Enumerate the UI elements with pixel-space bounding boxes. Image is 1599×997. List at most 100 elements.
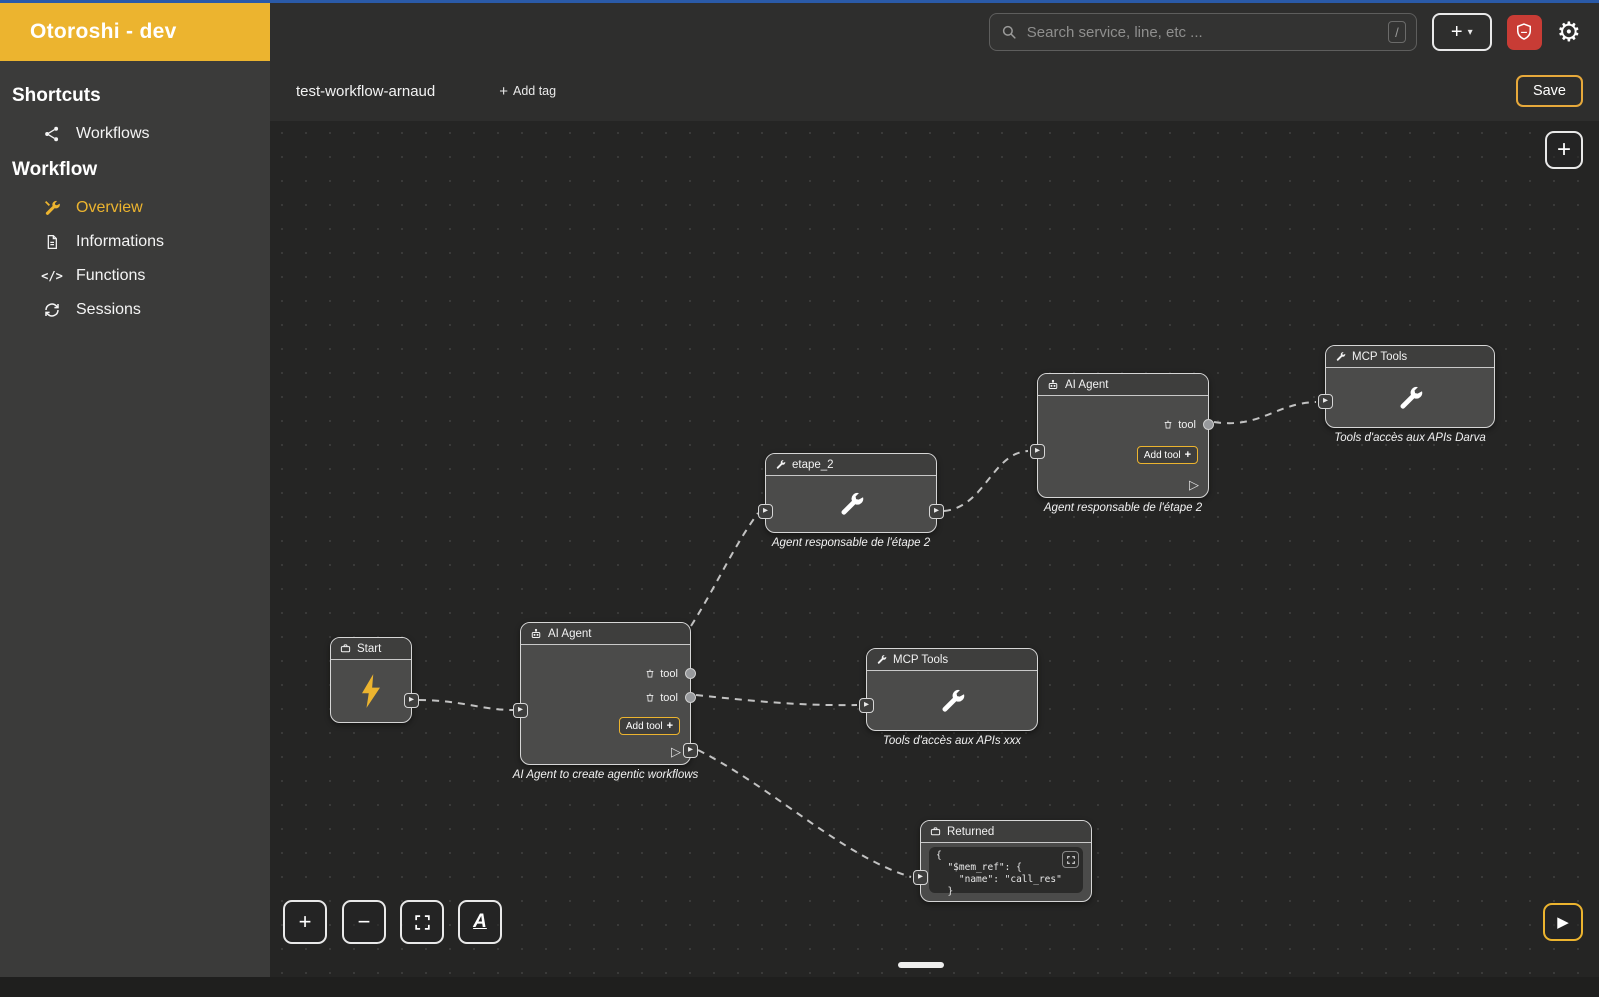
code-line: { (936, 850, 942, 861)
tool-row[interactable]: tool (645, 666, 678, 681)
node-mcp-tools-darva[interactable]: MCP Tools ▶ Tools d'accès aux APIs Darva (1318, 345, 1495, 444)
add-tool-button[interactable]: Add tool + (618, 717, 680, 735)
plus-icon: + (1450, 21, 1463, 43)
tool-output-port[interactable] (685, 692, 696, 703)
add-resource-button[interactable]: + ▾ (1431, 13, 1492, 51)
trash-icon[interactable] (645, 692, 655, 703)
port-arrow-icon: ▶ (409, 696, 414, 704)
run-workflow-button[interactable]: ▶ (1543, 903, 1583, 941)
font-tool-button[interactable]: A (458, 900, 502, 944)
sidebar-item-label: Overview (76, 199, 143, 216)
sidebar-item-overview[interactable]: Overview (0, 191, 270, 225)
sidebar-item-workflows[interactable]: Workflows (0, 117, 270, 151)
connection-etape2-agent2 (943, 450, 1029, 512)
tool-row[interactable]: tool (645, 690, 678, 705)
returned-value-code[interactable]: { "$mem_ref": { "name": "call_res" } (929, 847, 1083, 897)
node-header: AI Agent (1038, 374, 1208, 396)
sync-icon (42, 301, 62, 319)
trash-icon[interactable] (645, 668, 655, 679)
output-port[interactable]: ▶ (929, 504, 944, 519)
add-tool-button[interactable]: Add tool + (1136, 446, 1198, 464)
sidebar-item-label: Informations (76, 233, 165, 250)
node-ai-agent-2[interactable]: AI Agent tool Add tool + ▷ ▶ Agent respo… (1030, 373, 1214, 514)
node-start[interactable]: Start ▶ (330, 637, 419, 723)
zoom-out-button[interactable]: − (342, 900, 386, 944)
code-line: "name": "call_res" (936, 874, 1062, 885)
node-header: Start (331, 638, 411, 660)
node-returned[interactable]: Returned { "$mem_ref": { "name": "call_r… (913, 820, 1092, 902)
robot-icon (530, 628, 542, 640)
workflow-toolbar: test-workflow-arnaud + Add tag Save (270, 61, 1599, 121)
search-input[interactable] (1026, 23, 1380, 41)
tool-row[interactable]: tool (1163, 417, 1196, 432)
horizontal-scrollbar[interactable] (0, 977, 1599, 997)
sidebar-item-informations[interactable]: Informations (0, 225, 270, 259)
connection-agent-returned (697, 749, 912, 878)
input-port[interactable]: ▶ (913, 870, 928, 885)
node-caption: Tools d'accès aux APIs xxx (882, 735, 1022, 747)
run-node-icon[interactable]: ▷ (1189, 477, 1199, 492)
canvas-scrollbar-thumb[interactable] (898, 962, 944, 968)
input-port[interactable]: ▶ (513, 703, 528, 718)
zoom-in-button[interactable]: + (283, 900, 327, 944)
expand-icon[interactable] (1062, 851, 1079, 868)
node-title: AI Agent (1065, 378, 1109, 391)
app-logo[interactable]: Otoroshi - dev (0, 3, 270, 61)
output-port[interactable]: ▶ (404, 693, 419, 708)
tool-label: tool (1178, 418, 1196, 431)
node-mcp-tools-xxx[interactable]: MCP Tools ▶ Tools d'accès aux APIs xxx (859, 648, 1038, 747)
security-shield-button[interactable] (1506, 14, 1542, 50)
sidebar-item-label: Workflows (76, 125, 150, 142)
briefcase-icon (930, 826, 941, 837)
output-port[interactable]: ▶ (683, 743, 698, 758)
trash-icon[interactable] (1163, 419, 1173, 430)
sidebar-item-functions[interactable]: </> Functions (0, 259, 270, 293)
input-port[interactable]: ▶ (1318, 394, 1333, 409)
sidebar-item-label: Sessions (76, 301, 141, 318)
port-arrow-icon: ▶ (688, 746, 693, 754)
node-title: etape_2 (792, 458, 834, 471)
sidebar-section-workflow-title: Workflow (12, 159, 98, 180)
settings-gear-icon[interactable]: ⚙ (1556, 16, 1581, 47)
node-title: MCP Tools (1352, 350, 1408, 363)
add-tag-label: Add tag (512, 84, 557, 98)
connection-agent-etape2 (690, 512, 759, 627)
global-search[interactable]: / (988, 13, 1417, 51)
node-caption: AI Agent to create agentic workflows (512, 769, 699, 781)
code-icon: </> (41, 269, 63, 283)
header-actions: / + ▾ ⚙ (270, 3, 1599, 61)
add-tag-button[interactable]: + Add tag (499, 83, 556, 100)
sidebar-section-shortcuts-title: Shortcuts (12, 85, 101, 106)
input-port[interactable]: ▶ (859, 698, 874, 713)
node-ai-agent-main[interactable]: AI Agent tool tool Add tool (513, 622, 698, 781)
node-title: MCP Tools (893, 653, 949, 666)
file-icon (42, 233, 62, 251)
port-arrow-icon: ▶ (763, 507, 768, 515)
save-button[interactable]: Save (1515, 75, 1583, 107)
sidebar-item-sessions[interactable]: Sessions (0, 293, 270, 327)
fit-icon (413, 913, 432, 932)
node-title: Returned (947, 825, 995, 838)
node-header: AI Agent (521, 623, 690, 645)
top-accent-line (0, 0, 1599, 3)
tool-output-port[interactable] (1203, 419, 1214, 430)
chevron-down-icon: ▾ (1467, 26, 1473, 38)
workflow-canvas[interactable]: Start ▶ AI Agent (270, 121, 1599, 977)
sidebar: Shortcuts Workflows Workflow Overview In… (0, 61, 270, 977)
tool-output-port[interactable] (685, 668, 696, 679)
fit-view-button[interactable] (400, 900, 444, 944)
input-port[interactable]: ▶ (758, 504, 773, 519)
run-node-icon[interactable]: ▷ (671, 744, 681, 759)
add-tool-label: Add tool (625, 720, 663, 732)
add-node-button[interactable]: + (1545, 131, 1583, 169)
input-port[interactable]: ▶ (1030, 444, 1045, 459)
code-line: } (936, 886, 954, 897)
node-etape-2[interactable]: etape_2 ▶ ▶ Agent responsable de l'étape… (758, 453, 944, 549)
wrench-icon (775, 459, 786, 470)
port-arrow-icon: ▶ (934, 507, 939, 515)
port-arrow-icon: ▶ (1323, 397, 1328, 405)
tool-label: tool (660, 667, 678, 680)
wrench-icon (876, 654, 887, 665)
node-body (766, 476, 936, 532)
port-arrow-icon: ▶ (864, 701, 869, 709)
